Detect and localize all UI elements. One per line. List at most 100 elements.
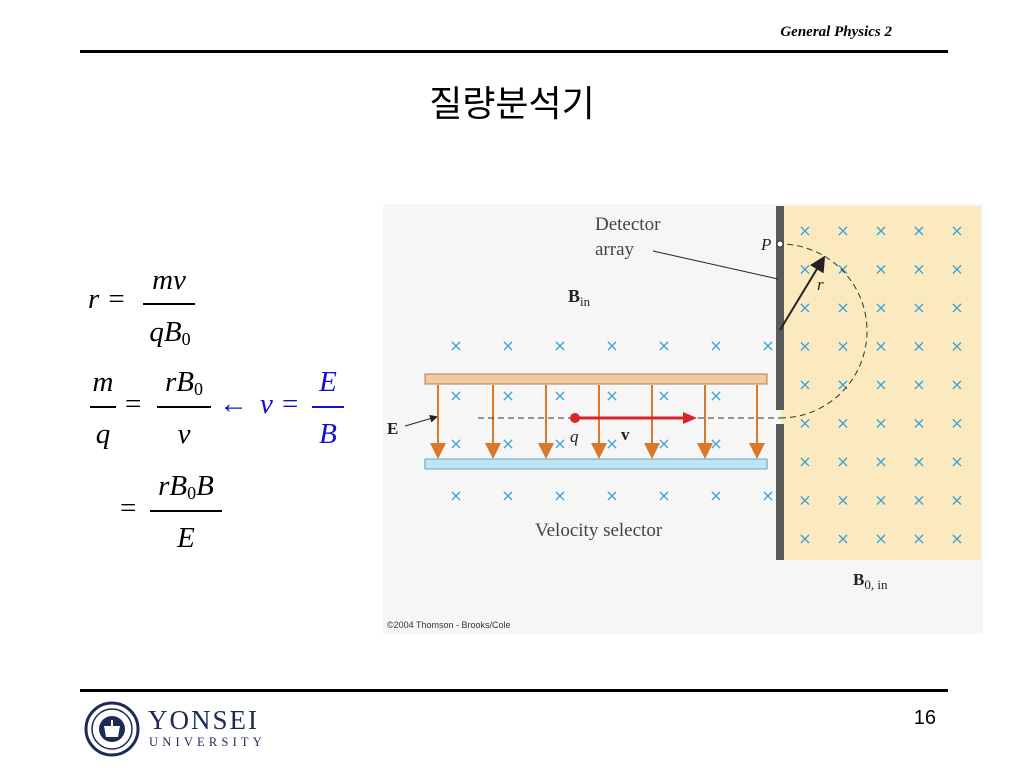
eq3-equals: = xyxy=(120,492,137,524)
field-x-mark: × xyxy=(709,386,722,405)
field-x-mark: × xyxy=(836,221,849,240)
field-x-mark: × xyxy=(912,260,925,279)
field-x-mark: × xyxy=(912,529,925,548)
field-x-mark: × xyxy=(798,375,811,394)
charge-particle xyxy=(570,413,580,423)
field-x-mark: × xyxy=(836,414,849,433)
copyright-label: ©2004 Thomson - Brooks/Cole xyxy=(387,620,511,630)
field-x-mark: × xyxy=(912,221,925,240)
field-x-mark: × xyxy=(798,337,811,356)
eq2-fraction-bar xyxy=(157,406,211,408)
field-x-mark: × xyxy=(912,298,925,317)
eq2-equals: = xyxy=(125,388,142,420)
detector-pointer-line xyxy=(652,250,779,280)
detector-label-line2: array xyxy=(595,239,635,260)
field-x-mark: × xyxy=(950,491,963,510)
eq2-denominator: v xyxy=(177,418,191,450)
field-x-mark: × xyxy=(836,337,849,356)
detector-label-line1: Detector xyxy=(595,214,661,235)
field-x-mark: × xyxy=(798,260,811,279)
particle-path-arc xyxy=(779,243,868,419)
field-x-mark: × xyxy=(798,529,811,548)
eq1-fraction-bar xyxy=(143,303,195,305)
left-arrow-icon: ← xyxy=(219,388,248,420)
field-x-mark: × xyxy=(761,336,774,355)
field-x-mark: × xyxy=(950,414,963,433)
eq3-denominator: E xyxy=(177,522,195,554)
field-x-mark: × xyxy=(798,221,811,240)
detector-wall-upper xyxy=(776,206,784,410)
b-in-label: Bin xyxy=(568,286,591,309)
page-number: 16 xyxy=(913,707,936,729)
e-field-label: E xyxy=(387,419,398,438)
eq1-numerator: mv xyxy=(152,264,186,296)
field-x-mark: × xyxy=(501,486,514,505)
field-x-mark: × xyxy=(950,298,963,317)
eq2-lhs-numerator: m xyxy=(92,366,114,398)
field-x-mark: × xyxy=(657,486,670,505)
upper-plate xyxy=(424,373,768,385)
mass-spectrometer-figure: × × × × × × × × × × × × × × × × × × × × × × × × × × × × × × × × × × × × × × × ×… xyxy=(383,204,983,634)
field-x-mark: × xyxy=(709,434,722,453)
field-x-mark: × xyxy=(912,414,925,433)
field-x-mark: × xyxy=(836,375,849,394)
field-x-mark: × xyxy=(836,260,849,279)
field-x-mark: × xyxy=(950,529,963,548)
field-x-mark: × xyxy=(709,486,722,505)
field-x-mark: × xyxy=(874,529,887,548)
field-x-mark: × xyxy=(657,386,670,405)
yonsei-logo: YONSEI UNIVERSITY xyxy=(84,701,284,757)
field-x-mark: × xyxy=(874,375,887,394)
field-x-mark: × xyxy=(836,529,849,548)
eq2-lhs-bar xyxy=(90,406,116,408)
field-x-mark: × xyxy=(605,386,618,405)
field-x-mark: × xyxy=(874,491,887,510)
field-x-mark: × xyxy=(912,337,925,356)
eq1-denominator: qB0 xyxy=(149,316,191,349)
field-x-mark: × xyxy=(874,260,887,279)
b0-label: B0, in xyxy=(853,570,888,592)
field-x-mark: × xyxy=(950,375,963,394)
point-p-marker xyxy=(776,240,784,248)
logo-subtitle: UNIVERSITY xyxy=(149,735,266,749)
field-x-mark: × xyxy=(449,336,462,355)
radius-arrow xyxy=(779,255,826,331)
velocity-v-label: v xyxy=(621,425,630,444)
field-x-mark: × xyxy=(657,434,670,453)
field-x-mark: × xyxy=(912,452,925,471)
field-x-mark: × xyxy=(553,386,566,405)
field-x-mark: × xyxy=(501,336,514,355)
header-rule xyxy=(80,50,948,53)
field-x-mark: × xyxy=(798,298,811,317)
eq3-fraction-bar xyxy=(150,510,222,512)
field-x-mark: × xyxy=(836,298,849,317)
field-x-mark: × xyxy=(874,221,887,240)
field-x-mark: × xyxy=(798,452,811,471)
field-x-mark: × xyxy=(874,337,887,356)
b0-field-x-marks: ××××××××××××××××××××××××××××××××××××××××… xyxy=(798,221,963,548)
field-x-mark: × xyxy=(605,486,618,505)
charge-q-label: q xyxy=(570,427,579,446)
field-x-mark: × xyxy=(449,386,462,405)
eq2-rhs-bar xyxy=(312,406,344,408)
field-x-mark: × xyxy=(449,434,462,453)
field-x-mark: × xyxy=(798,414,811,433)
field-x-mark: × xyxy=(605,336,618,355)
eq3-numerator: rB0B xyxy=(158,470,214,503)
eq2-lhs-denominator: q xyxy=(95,418,111,450)
field-x-mark: × xyxy=(950,452,963,471)
field-x-mark: × xyxy=(709,336,722,355)
field-x-mark: × xyxy=(874,414,887,433)
velocity-selector-label: Velocity selector xyxy=(535,520,663,541)
lower-plate xyxy=(424,458,768,470)
e-label-arrow xyxy=(404,414,438,427)
eq2-numerator: rB0 xyxy=(165,366,203,399)
field-x-mark: × xyxy=(836,491,849,510)
field-x-mark: × xyxy=(501,434,514,453)
field-x-mark: × xyxy=(501,386,514,405)
detector-wall-lower xyxy=(776,424,784,560)
field-x-mark: × xyxy=(950,260,963,279)
field-x-mark: × xyxy=(605,434,618,453)
footer-rule xyxy=(80,689,948,692)
field-x-mark: × xyxy=(449,486,462,505)
